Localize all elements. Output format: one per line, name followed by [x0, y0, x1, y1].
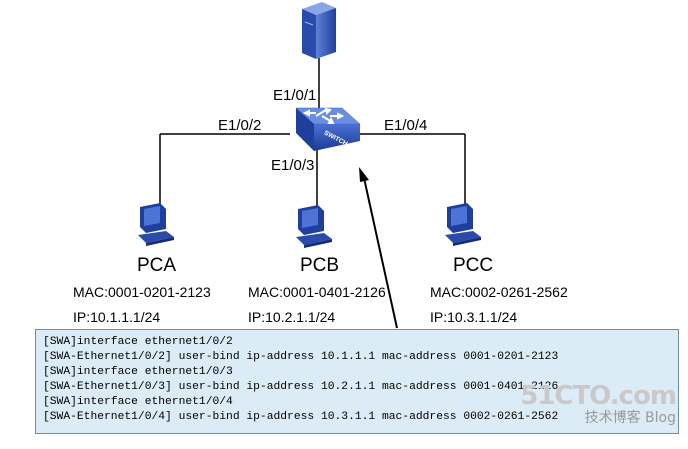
- pc-icon-pcc: [445, 203, 481, 246]
- cli-config-box: [SWA]interface ethernet1/0/2 [SWA-Ethern…: [35, 329, 679, 434]
- watermark-main: 51CTO.com: [520, 381, 677, 411]
- cli-line: [SWA]interface ethernet1/0/3: [43, 366, 233, 378]
- arrow-to-switch: [359, 167, 398, 329]
- port-label-e1-0-3: E1/0/3: [271, 157, 315, 174]
- pc-mac-pcc: MAC:0002-0261-2562: [430, 284, 568, 300]
- watermark-sub: 技术博客 Blog: [584, 410, 676, 426]
- cli-line: [SWA]interface ethernet1/0/4: [43, 396, 233, 408]
- cli-line: [SWA-Ethernet1/0/2] user-bind ip-address…: [43, 351, 559, 363]
- port-label-e1-0-1: E1/0/1: [273, 87, 317, 104]
- pc-icon-pca: [138, 203, 174, 246]
- cli-line: [SWA]interface ethernet1/0/2: [43, 336, 233, 348]
- pc-mac-pcb: MAC:0001-0401-2126: [248, 284, 386, 300]
- cli-line: [SWA-Ethernet1/0/3] user-bind ip-address…: [43, 381, 559, 393]
- switch-icon: SWITCH: [295, 107, 361, 151]
- pc-name-pcc: PCC: [453, 255, 494, 276]
- watermark: 51CTO.com 技术博客 Blog: [520, 381, 677, 426]
- pc-ip-pcb: IP:10.2.1.1/24: [248, 309, 336, 325]
- pc-ip-pcc: IP:10.3.1.1/24: [430, 309, 518, 325]
- port-label-e1-0-2: E1/0/2: [218, 117, 262, 134]
- cli-line: [SWA-Ethernet1/0/4] user-bind ip-address…: [43, 411, 559, 423]
- pc-icon-pcb: [296, 205, 332, 248]
- pc-name-pca: PCA: [137, 255, 177, 276]
- port-label-e1-0-4: E1/0/4: [384, 117, 428, 134]
- pc-mac-pca: MAC:0001-0201-2123: [73, 284, 211, 300]
- pc-name-pcb: PCB: [300, 255, 340, 276]
- server-icon: [302, 2, 336, 59]
- pc-ip-pca: IP:10.1.1.1/24: [73, 309, 161, 325]
